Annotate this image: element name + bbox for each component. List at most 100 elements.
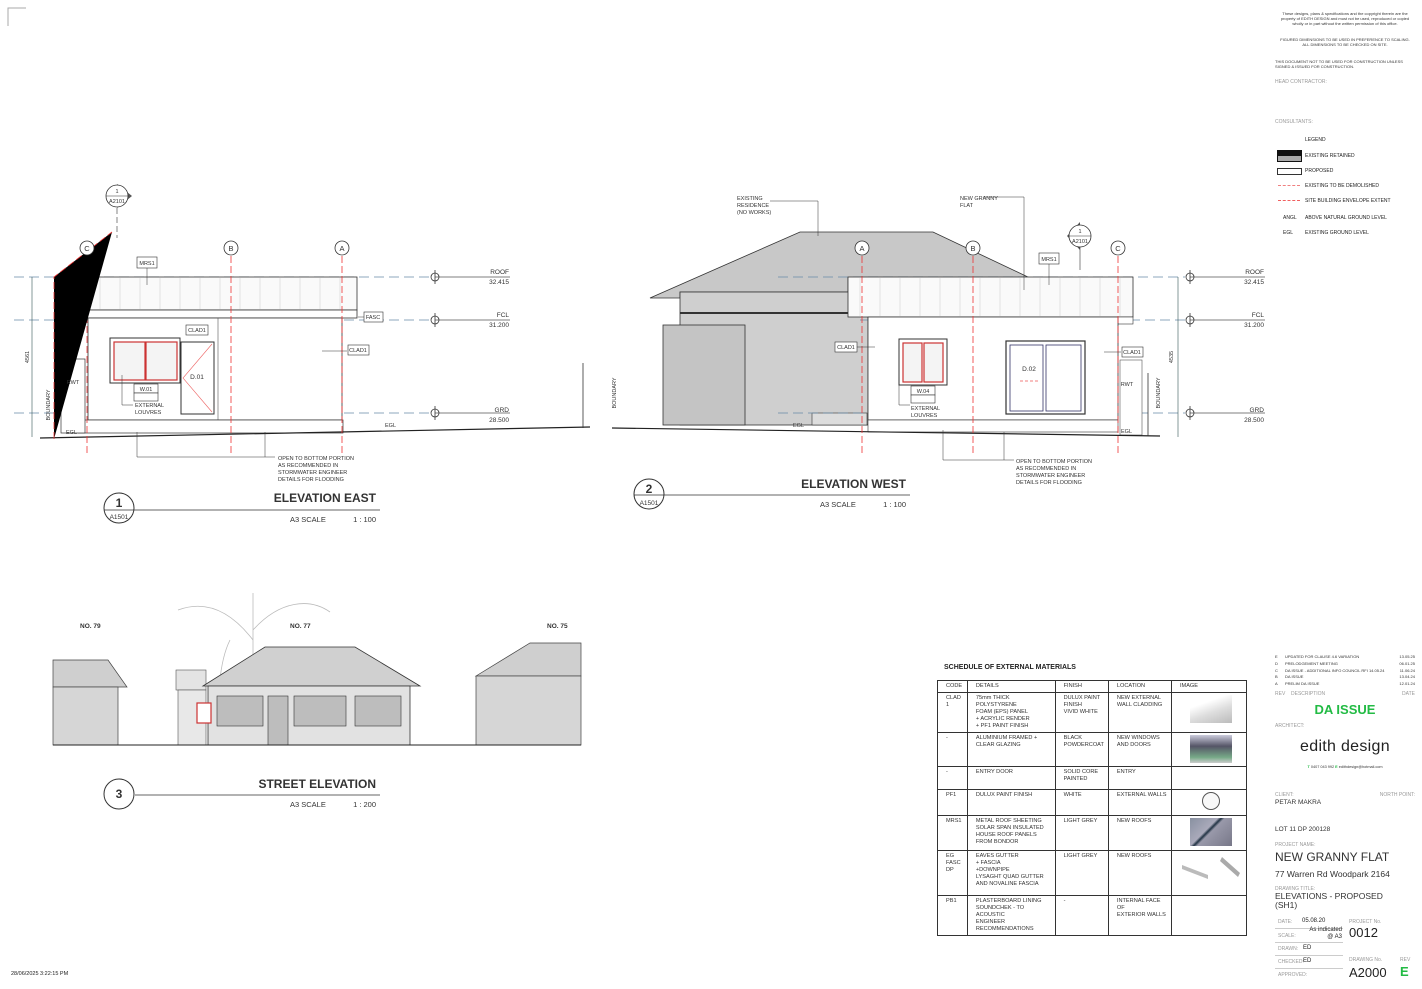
checked-label: CHECKED: <box>1278 959 1304 965</box>
cell-image <box>1170 731 1248 767</box>
scale-label: A3 SCALE <box>290 515 326 524</box>
rev-date: 13.04.24 <box>1399 674 1415 680</box>
cell-details: EAVES GUTTER + FASCIA +DOWNPIPE LYSAGHT … <box>966 849 1056 896</box>
cell-location: ENTRY <box>1107 765 1172 790</box>
flood-note: DETAILS FOR FLOODING <box>278 477 344 483</box>
level-name: FCL <box>1252 312 1265 319</box>
tag-door: D.02 <box>1022 366 1036 373</box>
rainwater-tank <box>1119 359 1143 436</box>
client-label: CLIENT: <box>1275 792 1294 798</box>
fascia <box>69 309 358 319</box>
cell-image <box>1170 894 1248 936</box>
cell-details: ENTRY DOOR <box>966 765 1056 790</box>
checked-by: ED <box>1303 958 1312 964</box>
drawing-title: ELEVATIONS - PROPOSED (SH1) <box>1275 891 1383 910</box>
project-number-label: PROJECT No. <box>1349 919 1382 925</box>
view-number: 3 <box>116 787 123 801</box>
section-marker: 1 A2101 <box>1067 222 1092 270</box>
client-name: PETAR MAKRA <box>1275 799 1322 806</box>
level-markers <box>430 270 440 420</box>
tag-mrs1: MRS1 <box>1041 257 1056 263</box>
street-elevation: NO. 79 NO. 77 NO. 75 3 STREET ELEVATION … <box>52 593 582 810</box>
height-dimension: 4561 <box>25 351 31 363</box>
rev-desc: UPDATED FOR CLAUSE 4.6 VARIATION <box>1285 654 1360 659</box>
legend-abbr-code: ANGL <box>1283 215 1297 221</box>
grid-label: C <box>84 244 90 253</box>
level-name: ROOF <box>490 269 509 276</box>
view-title-west: 2 A1501 ELEVATION WEST A3 SCALE 1 : 100 <box>633 477 910 510</box>
architect-logo: edith design <box>1300 738 1390 755</box>
date-label: DATE: <box>1278 919 1293 925</box>
scale-label: A3 SCALE <box>290 800 326 809</box>
door-d02 <box>1005 340 1086 415</box>
cell-code: - <box>937 765 968 790</box>
elevation-west: ROOF 32.415 FCL 31.200 GRD 28.500 A <box>582 196 1265 510</box>
flood-note: STORMWATER ENGINEER <box>1016 473 1085 479</box>
project-address: 77 Warren Rd Woodpark 2164 <box>1275 869 1390 879</box>
level-value: 28.500 <box>1244 417 1264 424</box>
cell-finish: WHITE <box>1054 788 1109 816</box>
elevation-east: ROOF 32.415 FCL 31.200 GRD 28.500 C <box>14 184 591 524</box>
cell-details: 75mm THICK POLYSTYRENE FOAM (EPS) PANEL … <box>966 691 1056 733</box>
egl-label: EGL <box>66 430 77 436</box>
section-sheet: A2101 <box>1072 239 1088 245</box>
project-number: 0012 <box>1349 925 1378 940</box>
copyright-note: These designs, plans & specifications an… <box>1280 11 1410 27</box>
boundary-label: BOUNDARY <box>612 377 618 408</box>
window-image <box>1189 734 1232 763</box>
rev-code: C <box>1275 667 1278 673</box>
view-title-street: 3 STREET ELEVATION A3 SCALE 1 : 200 <box>103 777 380 810</box>
tag-clad1: CLAD1 <box>188 328 206 334</box>
approved-label: APPROVED: <box>1278 972 1308 978</box>
egl-label: EGL <box>793 423 804 429</box>
head-contractor-label: HEAD CONTRACTOR: <box>1275 79 1327 85</box>
level-markers <box>1185 270 1195 420</box>
cell-finish: DULUX PAINT FINISH VIVID WHITE <box>1054 691 1109 733</box>
cell-code: - <box>937 731 968 767</box>
louvres-note: LOUVRES <box>911 413 938 419</box>
revision-row: C DA ISSUE - ADDITIONAL INFO COUNCIL RFI … <box>1275 668 1415 675</box>
legend-item: EXISTING RETAINED <box>1305 153 1355 159</box>
drawn-by: ED <box>1303 945 1312 951</box>
legend-item: SITE BUILDING ENVELOPE EXTENT <box>1305 198 1391 204</box>
drawing-number: A2000 <box>1349 965 1387 980</box>
level-name: GRD <box>1250 407 1265 414</box>
level-value: 28.500 <box>489 417 509 424</box>
section-sheet: A2101 <box>109 199 125 205</box>
subfloor <box>77 419 344 434</box>
view-number: 1 <box>116 496 123 510</box>
view-title: STREET ELEVATION <box>258 777 376 791</box>
legend-item: PROPOSED <box>1305 168 1334 174</box>
level-value: 31.200 <box>1244 322 1264 329</box>
paint-tin-image <box>1201 791 1220 810</box>
rev-desc: DA ISSUE - ADDITIONAL INFO COUNCIL RFI 1… <box>1285 667 1385 673</box>
sheet-corner-mark <box>7 7 26 26</box>
legend-title: LEGEND <box>1305 137 1326 143</box>
louvres-note: EXTERNAL <box>135 403 164 409</box>
cell-code: EG FASC DP <box>937 849 968 896</box>
level-name: ROOF <box>1245 269 1264 276</box>
grid-label: A <box>339 244 344 253</box>
egl-label: EGL <box>385 423 396 429</box>
view-title-east: 1 A1501 ELEVATION EAST A3 SCALE 1 : 100 <box>103 491 380 524</box>
legend-abbr-text: ABOVE NATURAL GROUND LEVEL <box>1305 215 1387 221</box>
current-revision: E <box>1400 964 1409 979</box>
louvres-note: LOUVRES <box>135 410 162 416</box>
louvres-note: EXTERNAL <box>911 406 940 412</box>
scale-value: 1 : 100 <box>883 500 906 509</box>
tag-clad1: CLAD1 <box>349 348 367 354</box>
new-flat-note: NEW GRANNY <box>960 196 998 202</box>
legend-abbr-text: EXISTING GROUND LEVEL <box>1305 230 1369 236</box>
existing-residence-note: (NO WORKS) <box>737 210 771 216</box>
print-timestamp: 28/06/2025 3:22:15 PM <box>11 971 69 977</box>
drawn-label: DRAWN: <box>1278 946 1299 952</box>
architect-label: ARCHITECT: <box>1275 723 1305 729</box>
grid-label: B <box>228 244 233 253</box>
cell-code: PB1 <box>937 894 968 936</box>
architect-phone: 0407 043 992 <box>1310 765 1335 769</box>
architect-contact: T 0407 043 992 E edithdesign@hotmail.com <box>1275 765 1415 769</box>
flood-note: STORMWATER ENGINEER <box>278 470 347 476</box>
